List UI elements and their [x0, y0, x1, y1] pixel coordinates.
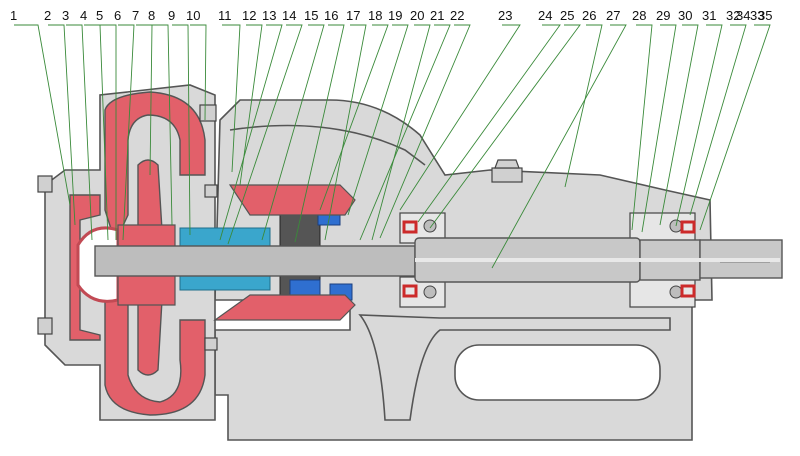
part-label-9: 9	[168, 8, 175, 23]
part-label-10: 10	[186, 8, 200, 23]
part-label-33: 33	[750, 8, 764, 23]
part-label-21: 21	[430, 8, 444, 23]
part-label-19: 19	[388, 8, 402, 23]
pump-shaft	[94, 237, 783, 283]
part-label-34: 34	[736, 8, 750, 23]
part-label-1: 1	[10, 8, 17, 23]
rear-bearing	[629, 212, 696, 308]
part-label-8: 8	[148, 8, 155, 23]
part-label-5: 5	[96, 8, 103, 23]
frame-lower-rib	[358, 314, 671, 421]
part-label-2: 2	[44, 8, 51, 23]
part-label-35: 35	[758, 8, 772, 23]
part-label-28: 28	[632, 8, 646, 23]
part-label-22: 22	[450, 8, 464, 23]
part-label-15: 15	[304, 8, 318, 23]
part-label-4: 4	[80, 8, 87, 23]
casing-bolts	[37, 104, 218, 351]
part-label-27: 27	[606, 8, 620, 23]
frame-upper-arch	[229, 124, 426, 166]
oil-cap	[491, 159, 523, 183]
part-label-12: 12	[242, 8, 256, 23]
part-label-18: 18	[368, 8, 382, 23]
part-label-11: 11	[218, 8, 232, 23]
part-label-29: 29	[656, 8, 670, 23]
part-label-17: 17	[346, 8, 360, 23]
part-label-24: 24	[538, 8, 552, 23]
part-label-23: 23	[498, 8, 512, 23]
part-label-16: 16	[324, 8, 338, 23]
part-label-7: 7	[132, 8, 139, 23]
volute-red	[69, 91, 206, 416]
part-label-13: 13	[262, 8, 276, 23]
leader-lines	[14, 24, 771, 269]
part-label-25: 25	[560, 8, 574, 23]
part-label-32: 32	[726, 8, 740, 23]
part-label-26: 26	[582, 8, 596, 23]
seal-gland	[213, 184, 356, 321]
part-label-20: 20	[410, 8, 424, 23]
part-label-31: 31	[702, 8, 716, 23]
part-label-6: 6	[114, 8, 121, 23]
part-label-3: 3	[62, 8, 69, 23]
part-label-30: 30	[678, 8, 692, 23]
part-label-14: 14	[282, 8, 296, 23]
